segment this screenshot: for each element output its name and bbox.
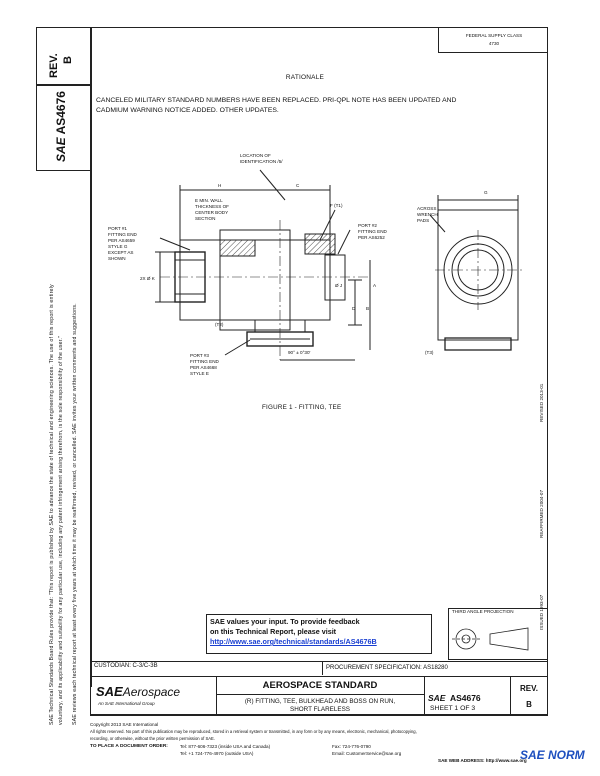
label-min-wall: E MIN. WALL THICKNESS OF CENTER BODY SEC… [195, 198, 229, 221]
label-dim-b: B [366, 306, 370, 311]
label-dia-j: Ø J [335, 283, 343, 288]
label-across-flats: ACROSS WRENCH PADS [417, 206, 438, 223]
label-dim-c: C [296, 183, 300, 188]
federal-supply-label: FEDERAL SUPPLY CLASS [465, 33, 523, 38]
label-port-1: PORT #1 FITTING END PER AS4659 STYLE G E… [108, 226, 137, 261]
label-dim-g: G [484, 190, 488, 195]
fitting-tee-drawing [155, 169, 522, 361]
feedback-box [206, 614, 432, 654]
footer-rights-2: recording, or otherwise, without the pri… [90, 736, 215, 741]
doc-sae: SAE [428, 693, 446, 703]
projection-symbol [452, 627, 529, 651]
sae-logo: SAEAerospace [96, 683, 180, 701]
label-location-id: LOCATION OF IDENTIFICATION /5/ [240, 153, 283, 164]
rev-label-vertical: REV. [48, 53, 60, 78]
projection-box [448, 608, 548, 660]
side-title-box [36, 85, 91, 171]
rationale-line-2: CADMIUM WARNING NOTICE ADDED. OTHER UPDA… [96, 107, 279, 114]
side-title-org: SAE [54, 137, 68, 162]
footer-copyright: Copyright 2013 SAE International [90, 722, 159, 727]
rev-label: REV. [520, 684, 538, 693]
footer-tel-2: Tel: +1 724-776-4970 (outside USA) [180, 751, 254, 756]
label-dim-h: H [218, 183, 222, 188]
sheet-number: SHEET 1 OF 3 [430, 705, 476, 712]
label-dim-a: A [373, 283, 377, 288]
doc-number-value: AS4676 [449, 693, 481, 703]
label-dim-d: D [352, 306, 356, 311]
label-dim-f: F (T1) [330, 203, 343, 208]
watermark-logo: SAE NORM [520, 748, 585, 762]
rev-box [36, 27, 91, 85]
rev-value-vertical: B [62, 56, 74, 64]
title-block [90, 676, 548, 716]
rationale-heading: RATIONALE [285, 74, 325, 81]
side-title-doc: AS4676 [54, 91, 68, 135]
logo-subtitle: An SAE International Group [98, 701, 155, 706]
figure-caption: FIGURE 1 - FITTING, TEE [262, 404, 342, 411]
procurement-spec: PROCUREMENT SPECIFICATION: AS18280 [326, 665, 448, 671]
disclaimer-line-2: voluntary, and its applicability and sui… [58, 335, 64, 725]
federal-supply-box [438, 27, 548, 53]
label-port-3: PORT #3 FITTING END PER AS4668 STYLE E [190, 353, 219, 376]
side-title: SAE AS4676 [54, 91, 68, 162]
footer-tel-1: Tel: 877-606-7323 (inside USA and Canada… [180, 744, 271, 749]
footer-email: Email: CustomerService@sae.org [332, 751, 402, 756]
footer-fax: Fax: 724-776-0790 [332, 744, 371, 749]
footer-rights: All rights reserved. No part of this pub… [90, 729, 417, 734]
label-port-2: PORT #2 FITTING END PER AS6252 [358, 223, 387, 240]
feedback-line-1: SAE values your input. To provide feedba… [210, 617, 360, 626]
federal-supply-number: 4730 [488, 41, 500, 46]
label-t2: (T2) [215, 322, 224, 327]
footer-web-link[interactable]: SAE WEB ADDRESS: http://www.sae.org [438, 758, 527, 763]
feedback-line-2: on this Technical Report, please visit [210, 627, 337, 636]
logo-aerospace: Aerospace [122, 685, 181, 699]
feedback-url-link[interactable]: http://www.sae.org/technical/standards/A… [210, 637, 377, 646]
title-line-1: (R) FITTING, TEE, BULKHEAD AND BOSS ON R… [244, 698, 396, 705]
label-dia-k: 2X Ø K [140, 276, 155, 281]
logo-sae: SAE [96, 684, 123, 699]
rev-value: B [526, 700, 532, 709]
disclaimer-line-3: SAE reviews each technical report at lea… [72, 303, 78, 725]
doc-number: SAE AS4676 [428, 688, 481, 706]
date-revised: REVISED 2013-01 [539, 383, 544, 422]
footer-order-label: TO PLACE A DOCUMENT ORDER: [90, 744, 168, 749]
disclaimer-line-1: SAE Technical Standards Board Rules prov… [49, 284, 55, 725]
custodian: CUSTODIAN: C-3/C-3B [94, 663, 158, 669]
rationale-line-1: CANCELED MILITARY STANDARD NUMBERS HAVE … [96, 97, 457, 104]
projection-label: THIRD ANGLE PROJECTION [452, 609, 514, 614]
label-t3: (T3) [425, 350, 434, 355]
title-line-2: SHORT FLARELESS [290, 706, 350, 713]
standard-heading: AEROSPACE STANDARD [262, 680, 378, 691]
date-reaffirmed: REAFFIRMED 2004-07 [539, 490, 544, 538]
label-angle: 90° ± 0°30' [288, 350, 311, 355]
drawing-frame [90, 27, 548, 715]
